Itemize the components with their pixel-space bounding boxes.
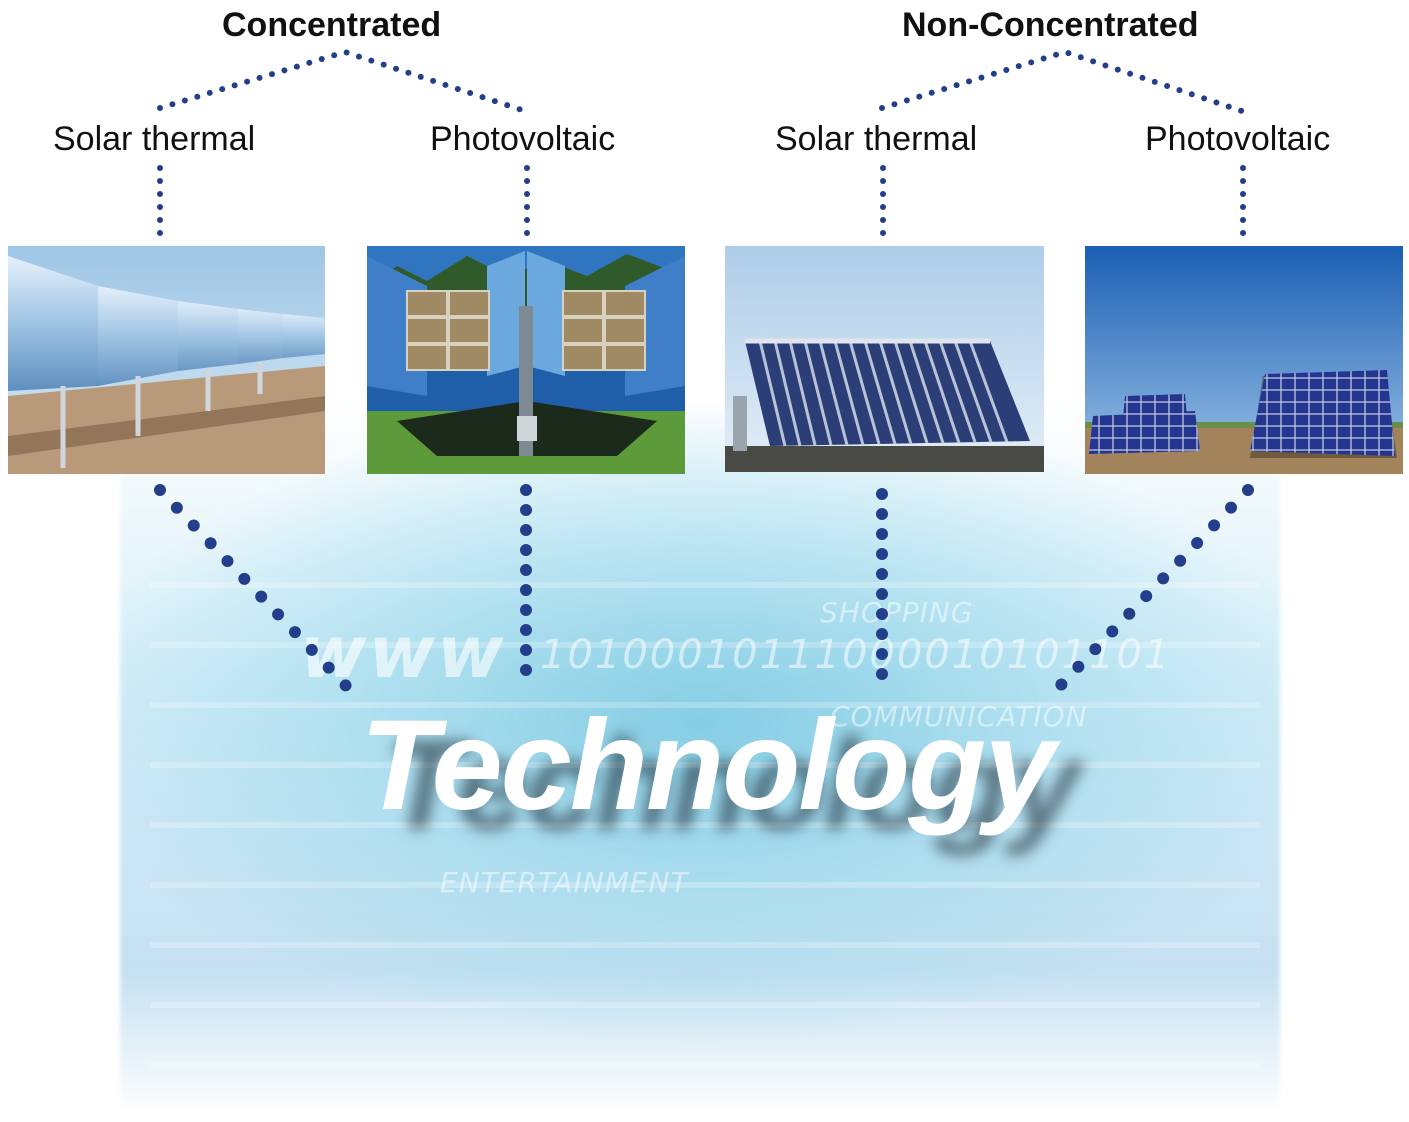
group-title-non-concentrated: Non-Concentrated: [902, 6, 1199, 44]
bracket-concentrated: [157, 48, 531, 115]
background-binary-digits: 10100010111000010101101: [540, 632, 1172, 678]
background-light-streaks: [150, 560, 1260, 1100]
background-entertainment-text: ENTERTAINMENT: [440, 866, 689, 899]
group-title-concentrated: Concentrated: [222, 6, 442, 44]
label-concentrated-solar-thermal: Solar thermal: [53, 120, 256, 158]
technology-word: Technology: [360, 694, 1055, 837]
parabolic-trough-mirrors-photo: [8, 246, 325, 474]
pv-tracker-array-photo: [1085, 246, 1403, 474]
label-concentrated-photovoltaic: Photovoltaic: [430, 120, 616, 158]
background-www-text: www: [300, 610, 506, 694]
background-communication-text: COMMUNICATION: [830, 700, 1088, 733]
connector-photo-tech-1: [154, 484, 354, 694]
label-nonconcentrated-solar-thermal: Solar thermal: [775, 120, 978, 158]
technology-background: [120, 400, 1280, 1115]
label-nonconcentrated-photovoltaic: Photovoltaic: [1145, 120, 1331, 158]
bracket-non-concentrated: [879, 48, 1248, 115]
concentrator-pv-tracker-photo: [367, 246, 685, 474]
connector-photo-tech-4: [1052, 484, 1254, 694]
background-shopping-text: SHOPPING: [820, 596, 974, 629]
technology-word-shadow: Technology: [385, 714, 1080, 857]
solar-thermal-collector-photo: [725, 246, 1044, 472]
